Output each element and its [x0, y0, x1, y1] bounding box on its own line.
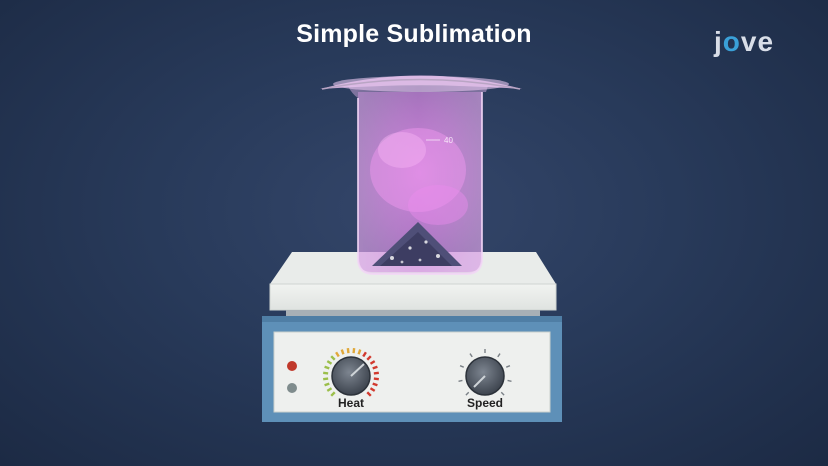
logo-ve: ve: [740, 26, 775, 57]
beaker-mark: 40: [444, 136, 453, 145]
dial-tick: [324, 382, 330, 387]
dial-tick: [323, 377, 329, 381]
watch-glass: [320, 75, 522, 92]
solid-pile: [372, 222, 462, 266]
dial-tick: [459, 365, 465, 368]
dial-tick: [373, 377, 379, 381]
dial-tick: [346, 348, 350, 354]
dial-tick: [340, 349, 345, 355]
dial-tick: [497, 353, 501, 358]
dial-tick: [323, 371, 329, 375]
dial-tick: [326, 360, 333, 365]
heat-label: Heat: [337, 396, 364, 410]
heat-knob[interactable]: [323, 348, 379, 397]
dial-tick: [335, 351, 340, 358]
beaker: 40: [348, 86, 488, 275]
speed-label: Speed: [466, 396, 503, 410]
logo-j: j: [714, 26, 723, 57]
heat-indicator-light: [287, 361, 297, 371]
dial-tick: [507, 379, 512, 382]
dial-tick: [362, 351, 367, 358]
dial-tick: [330, 355, 336, 361]
dial-tick: [373, 371, 379, 375]
speed-knob[interactable]: [458, 349, 512, 396]
dial-tick: [352, 348, 356, 354]
dial-tick: [372, 365, 378, 370]
page-title: Simple Sublimation: [296, 20, 532, 48]
dial-tick: [357, 349, 362, 355]
dial-tick: [326, 387, 333, 392]
hotplate-top: [269, 252, 557, 318]
dial-tick: [372, 382, 378, 387]
dial-tick: [465, 391, 470, 396]
logo-o: o: [722, 26, 741, 57]
speed-indicator-light: [287, 383, 297, 393]
dial-tick: [366, 355, 372, 361]
dial-tick: [500, 391, 505, 396]
dial-tick: [369, 360, 376, 365]
dial-tick: [369, 387, 376, 392]
dial-tick: [505, 365, 511, 368]
dial-tick: [458, 379, 463, 382]
dial-tick: [330, 391, 336, 397]
jove-logo: jove: [714, 26, 774, 58]
dial-tick: [366, 391, 372, 397]
dial-tick: [469, 353, 473, 358]
dial-tick: [324, 365, 330, 370]
